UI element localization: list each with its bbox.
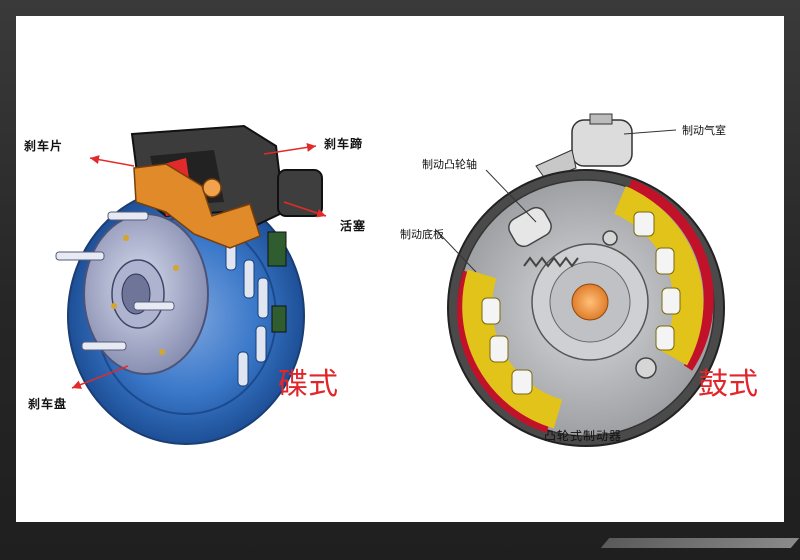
label-cam-shaft: 制动凸轮轴 [422, 157, 477, 171]
label-brake-pad: 刹车片 [24, 138, 63, 153]
piston-arrow [283, 201, 327, 218]
label-brake-caliper: 刹车蹄 [324, 136, 363, 151]
brake-pad-arrow [89, 155, 135, 167]
drum-brake-annotations [435, 129, 677, 273]
diagram-panel: 刹车片 刹车蹄 活塞 刹车盘 碟式 [16, 16, 784, 522]
decorative-corner-strip [600, 538, 800, 548]
cam-shaft-leader [485, 169, 537, 223]
disc-type-label: 碟式 [278, 367, 338, 402]
label-brake-chamber: 制动气室 [682, 123, 726, 137]
drum-type-label: 鼓式 [698, 367, 758, 402]
brake-chamber-leader [623, 129, 677, 135]
label-backing-plate: 制动底板 [400, 227, 444, 241]
label-brake-disc: 刹车盘 [28, 396, 67, 411]
label-piston: 活塞 [340, 218, 366, 233]
brake-disc-arrow [71, 365, 129, 389]
drum-caption: 凸轮式制动器 [544, 429, 622, 443]
disc-brake-illustration [55, 124, 323, 445]
brake-caliper-arrow [263, 142, 317, 155]
brake-diagram: 刹车片 刹车蹄 活塞 刹车盘 碟式 [24, 113, 758, 447]
backing-plate-leader [435, 229, 477, 273]
drum-brake-illustration [447, 113, 725, 447]
disc-brake-annotations [71, 142, 327, 389]
